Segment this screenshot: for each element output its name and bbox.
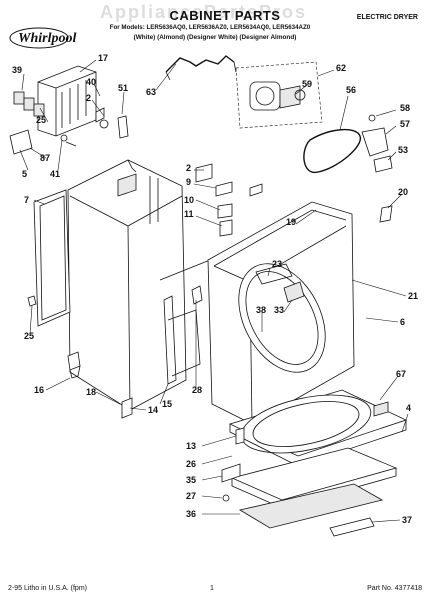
callout-17: 17 [98, 53, 109, 63]
callout-28: 28 [192, 385, 203, 395]
callout-87: 87 [40, 153, 51, 163]
front-panel-21 [207, 201, 355, 425]
model-list: For Models: LER5636AQ0, LER5636AZ0, LER5… [109, 24, 311, 31]
callout-51: 51 [118, 83, 129, 93]
callout-41: 41 [50, 169, 61, 179]
callout-9: 9 [186, 177, 192, 187]
drive-motor-assembly [235, 61, 323, 129]
top-bracket-63 [165, 55, 237, 81]
bottom-toe-panel [230, 447, 398, 537]
leveling-foot-16 [67, 351, 81, 379]
document-type: ELECTRIC DRYER [356, 14, 418, 21]
callout-16: 16 [34, 385, 45, 395]
callout-37: 37 [402, 515, 413, 525]
callout-7: 7 [24, 195, 30, 205]
callout-18: 18 [86, 387, 97, 397]
color-list: (White) (Almond) (Designer White) (Desig… [133, 34, 297, 41]
top-left-parts-group [9, 65, 129, 155]
callout-6: 6 [400, 317, 406, 327]
callout-5: 5 [22, 169, 28, 179]
watermark-text: AppliancePartsPros [100, 2, 308, 22]
callout-13: 13 [186, 441, 197, 451]
callout-4: 4 [406, 403, 412, 413]
callout-27: 27 [186, 491, 197, 501]
callout-36: 36 [186, 509, 197, 519]
callout-39: 39 [12, 65, 23, 75]
callout-19: 19 [286, 217, 297, 227]
callout-35: 35 [186, 475, 197, 485]
callout-38: 38 [256, 305, 267, 315]
callout-33: 33 [274, 305, 285, 315]
side-panel-7 [33, 189, 71, 327]
brand-logo-text: Whirlpool [18, 31, 77, 46]
callout-63: 63 [146, 87, 157, 97]
whirlpool-logo [9, 27, 69, 49]
callout-67: 67 [396, 369, 407, 379]
footer-print-info: 2-95 Litho in U.S.A. (fpm) [8, 585, 87, 592]
callout-15: 15 [162, 399, 173, 409]
footer-page-number: 1 [210, 585, 214, 592]
page-title: CABINET PARTS [169, 8, 281, 23]
right-side-parts-group [361, 114, 393, 223]
callout-10: 10 [184, 195, 195, 205]
callout-26: 26 [186, 459, 197, 469]
callout-59: 59 [302, 79, 313, 89]
callout-56: 56 [346, 85, 357, 95]
drive-belt-56 [303, 129, 361, 173]
callout-25-bottom: 25 [24, 331, 35, 341]
callout-2-mid: 2 [186, 163, 192, 173]
callout-53: 53 [398, 145, 409, 155]
callout-57: 57 [400, 119, 411, 129]
callout-58: 58 [400, 103, 411, 113]
leader-lines [19, 59, 409, 523]
callout-40: 40 [86, 77, 97, 87]
callout-62: 62 [336, 63, 347, 73]
bottom-left-parts [27, 285, 245, 502]
callout-21: 21 [408, 291, 419, 301]
footer-part-number: Part No. 4377418 [367, 585, 422, 592]
center-brackets [195, 163, 263, 237]
callout-23: 23 [272, 259, 283, 269]
cabinet-body [67, 159, 211, 411]
callout-2-top: 2 [86, 93, 92, 103]
callout-20: 20 [398, 187, 409, 197]
callout-14: 14 [148, 405, 159, 415]
callout-25-top: 25 [36, 115, 47, 125]
callout-11: 11 [184, 209, 194, 219]
